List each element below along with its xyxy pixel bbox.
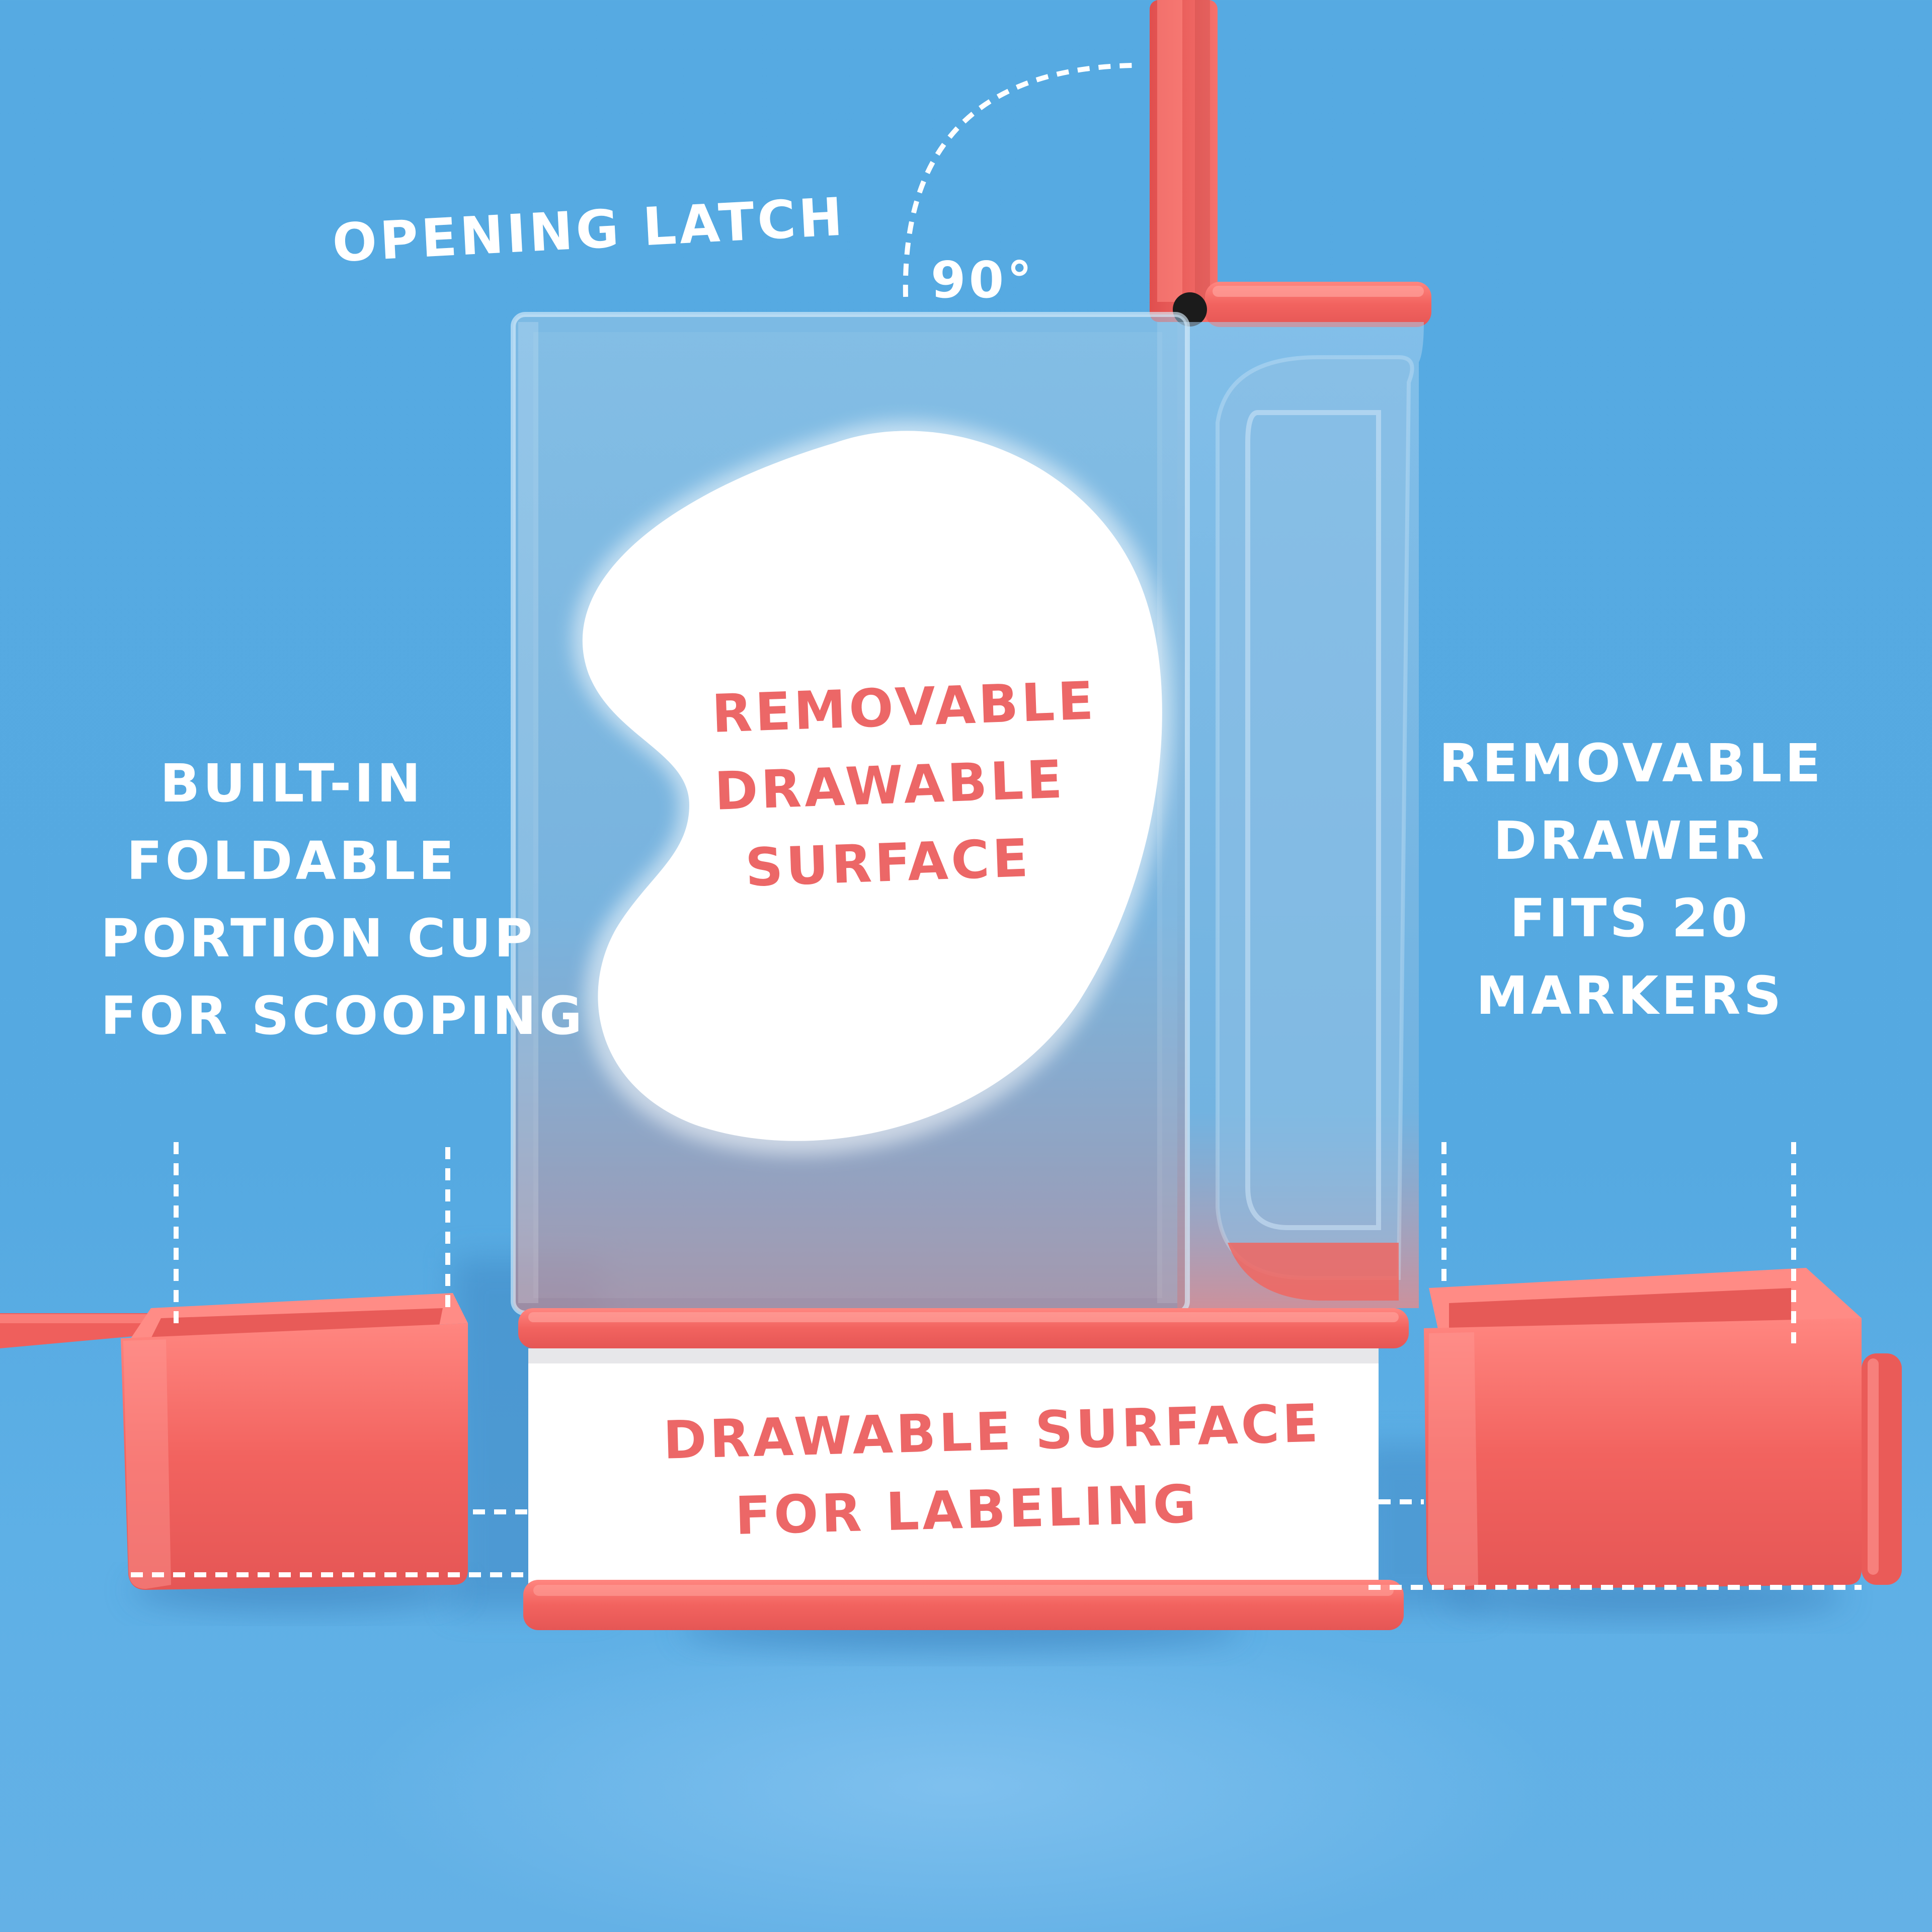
drawer[interactable] bbox=[1424, 1268, 1902, 1590]
base-rim bbox=[518, 1308, 1409, 1348]
portion-cup-label: BUILT-IN FOLDABLE PORTION CUP FOR SCOOPI… bbox=[101, 753, 586, 1046]
label-band[interactable] bbox=[528, 1348, 1379, 1585]
angle-label: 90° bbox=[931, 251, 1035, 309]
base-foot bbox=[523, 1580, 1404, 1630]
bean-surface[interactable] bbox=[573, 421, 1172, 1155]
latch-lid[interactable] bbox=[1150, 0, 1431, 327]
dimension-lines bbox=[131, 63, 1862, 1590]
portion-cup[interactable] bbox=[0, 1293, 468, 1590]
drawer-label: REMOVABLE DRAWER FITS 20 MARKERS bbox=[1439, 733, 1824, 1026]
floor-glow bbox=[352, 1610, 1560, 1932]
removable-surface-label: REMOVABLE DRAWABLE SURFACE bbox=[710, 670, 1098, 899]
labeling-surface-label: DRAWABLE SURFACE FOR LABELING bbox=[662, 1392, 1322, 1547]
